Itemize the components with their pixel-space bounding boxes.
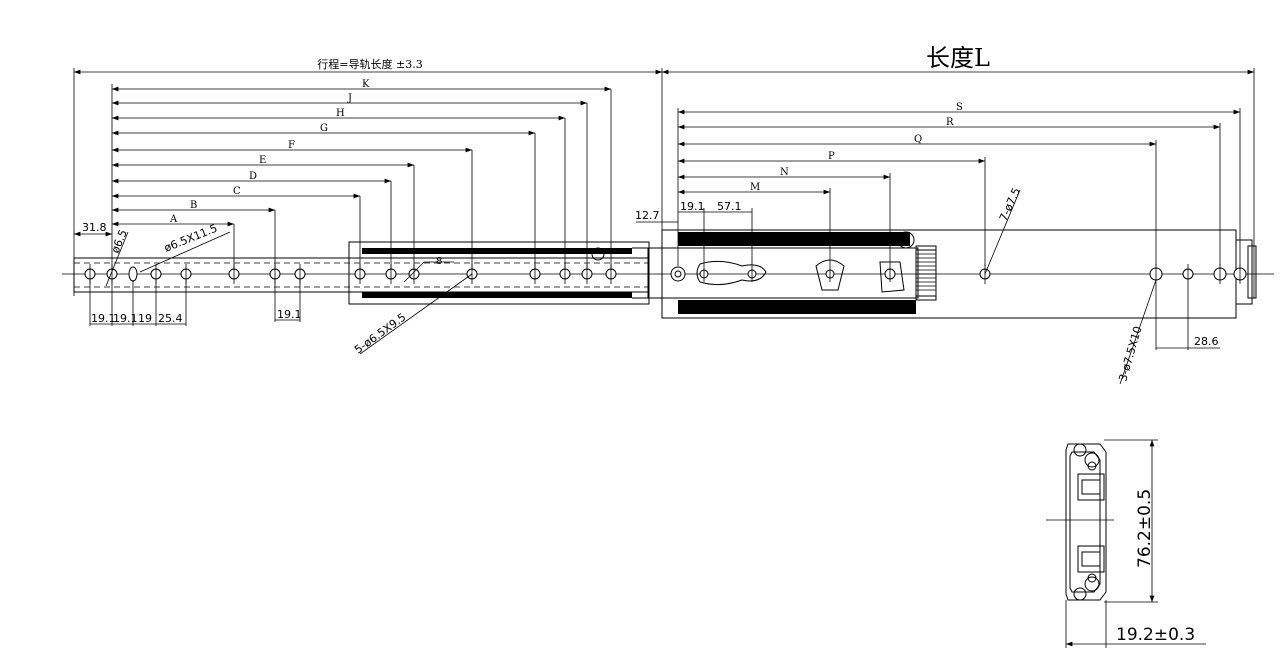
width-dim: 19.2±0.3 <box>1116 625 1195 645</box>
dim-g: G <box>320 123 328 134</box>
holes-3-label: 3-ø7.5X10 <box>1116 325 1144 383</box>
dim-r: R <box>946 117 954 128</box>
dim-d: D <box>249 171 257 182</box>
dim-n: N <box>780 167 789 178</box>
dim-31-8: 31.8 <box>82 221 107 234</box>
dim-m: M <box>750 182 760 193</box>
cross-section: 76.2±0.5 19.2±0.3 <box>1046 439 1206 648</box>
dim-b: B <box>190 200 197 211</box>
dim-19-1-a: 19.1 <box>91 312 116 325</box>
stroke-label: 行程=导轨长度 ±3.3 <box>317 57 422 71</box>
holes-5-label: 5-ø6.5X9.5 <box>352 311 408 357</box>
bottom-left-dimensions: 19.1 19.1 19 25.4 19.1 <box>89 280 302 326</box>
dim-28-6: 28.6 <box>1194 335 1219 348</box>
height-dim: 76.2±0.5 <box>1135 489 1155 568</box>
dim-q: Q <box>914 134 922 145</box>
outer-rail <box>647 229 1257 319</box>
dim-19: 19 <box>138 312 152 325</box>
overall-dimensions: 行程=导轨长度 ±3.3 长度L <box>73 44 1255 318</box>
length-label: 长度L <box>926 44 990 72</box>
leader-labels: ø6.5 ø6.5X11.5 5-ø6.5X9.5 8 7-ø7.5 3-ø7.… <box>105 186 1220 385</box>
dim-k: K <box>362 79 370 90</box>
outer-holes <box>670 264 1247 350</box>
dim-j: J <box>347 93 352 104</box>
dim-19-1-b: 19.1 <box>113 312 138 325</box>
dim-c: C <box>233 186 241 197</box>
dim-25-4: 25.4 <box>158 312 183 325</box>
dim-8: 8 <box>436 256 442 267</box>
left-dimension-lines: K J H G F E D C B A <box>74 79 612 322</box>
dim-f: F <box>288 140 295 151</box>
dim-a: A <box>169 214 178 225</box>
dim-s: S <box>956 102 963 113</box>
dim-19-1-right: 19.1 <box>680 200 705 213</box>
dim-19-1-c: 19.1 <box>277 308 302 321</box>
dim-h: H <box>336 108 345 119</box>
dim-12-7: 12.7 <box>635 209 660 222</box>
dim-57-1: 57.1 <box>717 200 742 213</box>
dim-e: E <box>259 155 266 166</box>
right-dimension-lines: S R Q P N M 19.1 57.1 12.7 <box>635 102 1241 266</box>
holes-7-label: 7-ø7.5 <box>997 186 1023 223</box>
dim-p: P <box>828 151 835 162</box>
spring-hatch <box>915 249 937 297</box>
